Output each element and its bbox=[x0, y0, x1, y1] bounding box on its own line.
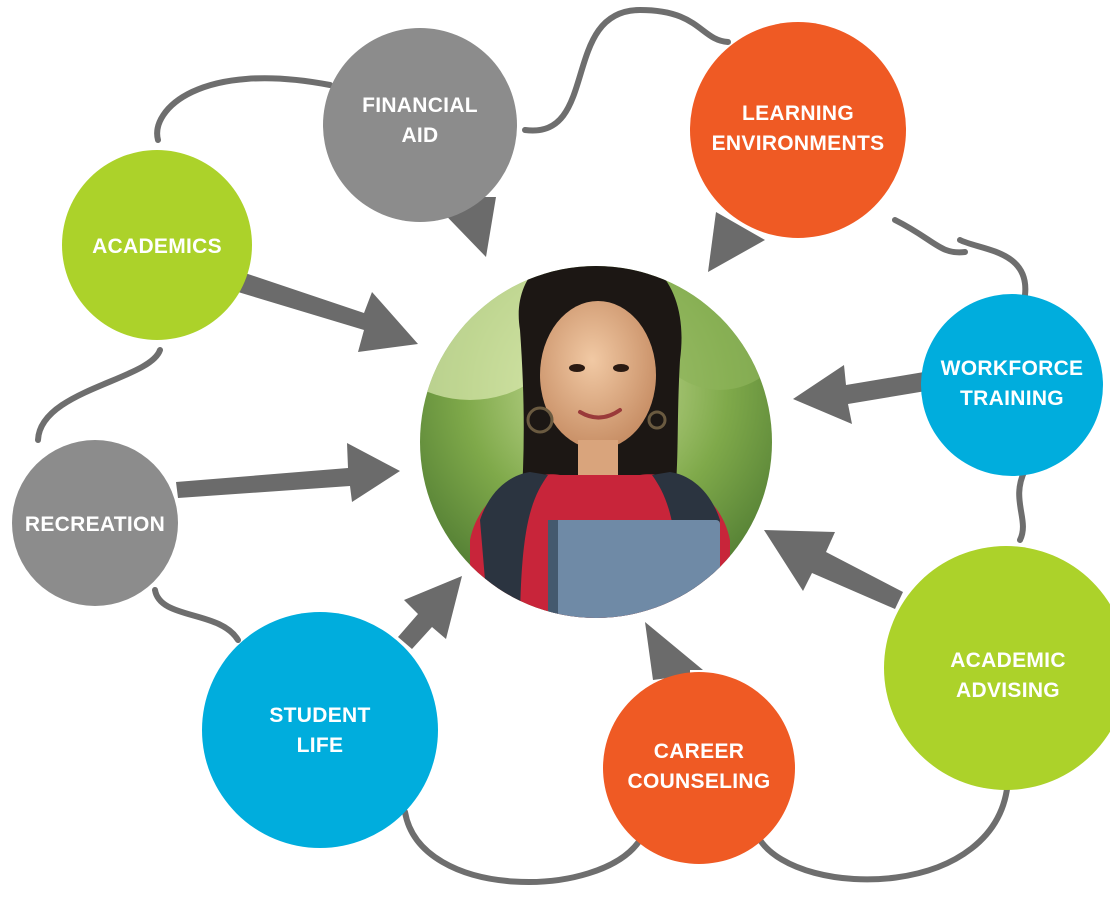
node-label: WORKFORCE bbox=[941, 357, 1084, 380]
node-career-counseling[interactable]: CAREER COUNSELING bbox=[603, 672, 795, 864]
node-label: LEARNING bbox=[742, 102, 854, 125]
student-photo bbox=[420, 266, 772, 618]
arrow-studentlife bbox=[398, 576, 462, 649]
node-learning-environments[interactable]: LEARNING ENVIRONMENTS bbox=[690, 22, 906, 238]
node-label: CAREER bbox=[654, 740, 744, 763]
node-label: COUNSELING bbox=[627, 770, 770, 793]
arrow-academics bbox=[238, 273, 418, 352]
node-label: ACADEMIC bbox=[950, 649, 1066, 672]
node-recreation[interactable]: RECREATION bbox=[12, 440, 178, 606]
node-academic-advising[interactable]: ACADEMIC ADVISING bbox=[884, 546, 1110, 790]
node-financial-aid[interactable]: FINANCIAL AID bbox=[323, 28, 517, 222]
arrow-learning bbox=[708, 212, 765, 272]
node-label: STUDENT bbox=[269, 704, 370, 727]
connector-line bbox=[35, 6, 1029, 885]
node-label: ACADEMICS bbox=[92, 235, 222, 258]
arrow-workforce bbox=[793, 365, 932, 424]
node-label: ENVIRONMENTS bbox=[712, 132, 885, 155]
arrow-advising bbox=[764, 530, 903, 609]
node-label: AID bbox=[401, 124, 438, 147]
arrow-recreation bbox=[176, 443, 400, 502]
node-label: LIFE bbox=[297, 734, 344, 757]
node-label: RECREATION bbox=[25, 513, 165, 536]
node-label: FINANCIAL bbox=[362, 94, 478, 117]
node-student-life[interactable]: STUDENT LIFE bbox=[202, 612, 438, 848]
node-workforce-training[interactable]: WORKFORCE TRAINING bbox=[921, 294, 1103, 476]
node-academics[interactable]: ACADEMICS bbox=[62, 150, 252, 340]
node-label: ADVISING bbox=[956, 679, 1060, 702]
node-label: TRAINING bbox=[960, 387, 1064, 410]
